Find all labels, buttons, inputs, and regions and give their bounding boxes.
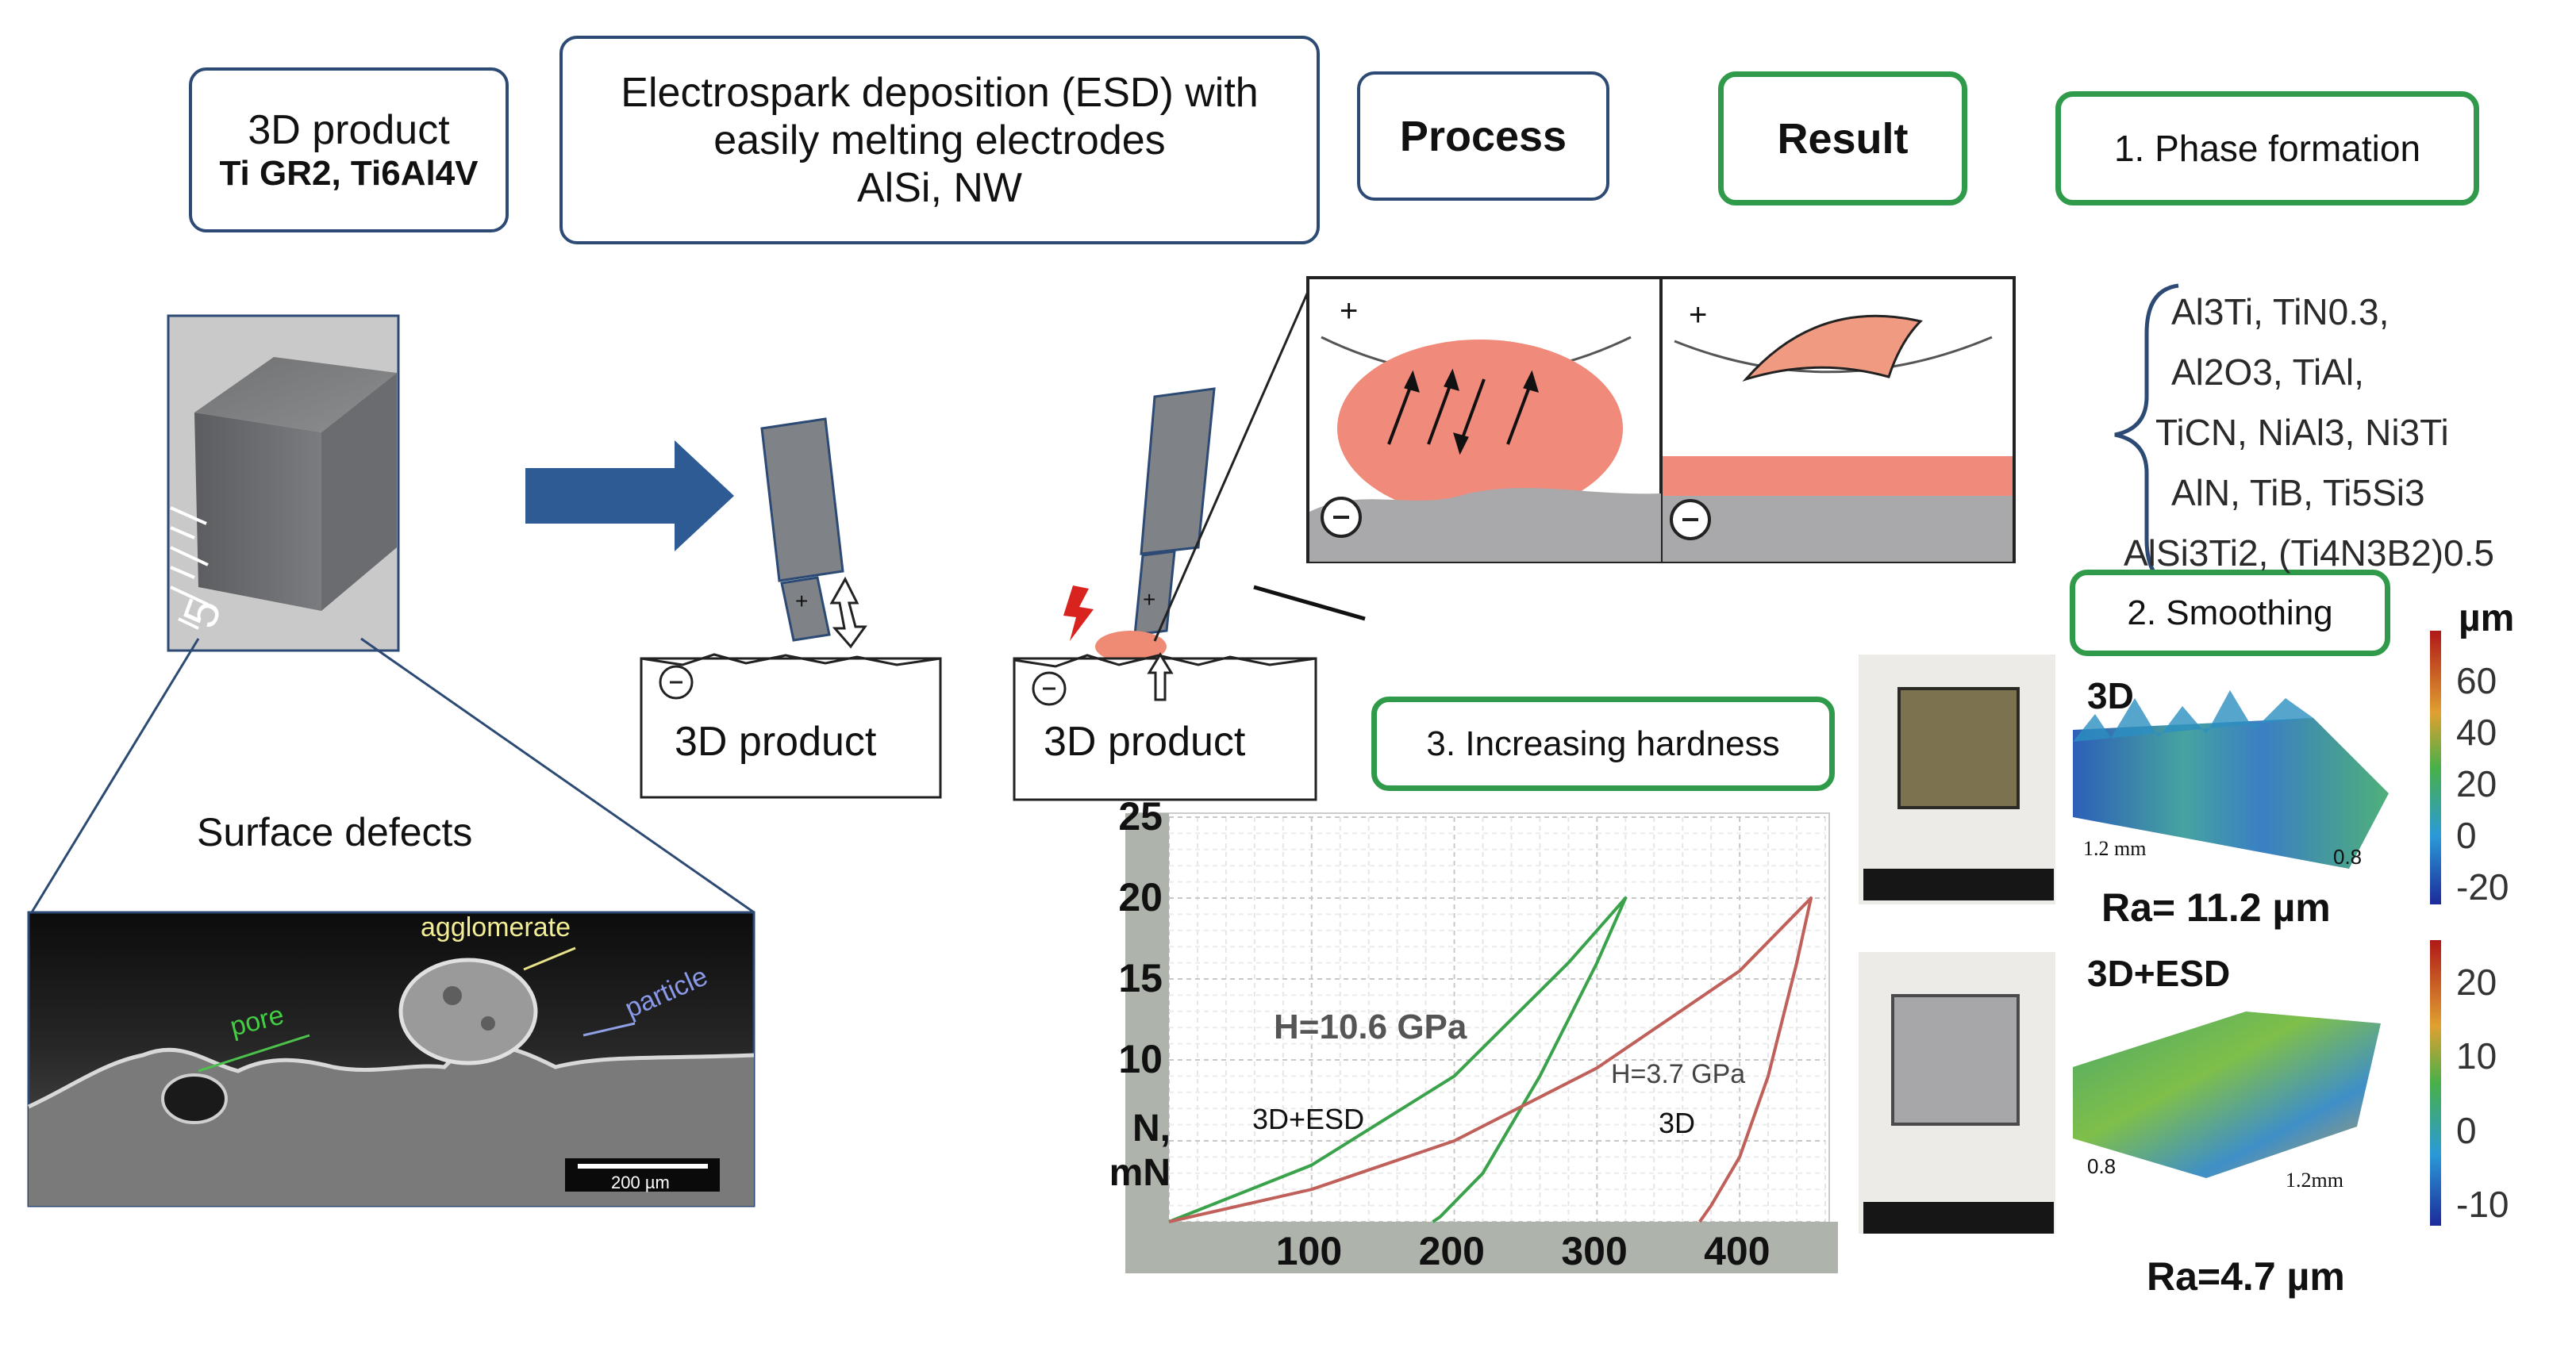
flow-arrow (525, 440, 734, 551)
x-tick-label: 100 (1275, 1229, 1343, 1273)
series-line-3d (1168, 896, 1813, 1223)
roughness-esd-ra: Ra=4.7 µm (2147, 1254, 2345, 1299)
colorbar-tick-label: 20 (2456, 763, 2497, 804)
roughness-esd-xdim: 1.2mm (2286, 1169, 2343, 1192)
electrode-2 (1013, 387, 1317, 801)
roughness-3d-ra: Ra= 11.2 µm (2101, 885, 2331, 930)
hardness-chart (1125, 812, 1838, 1273)
electrode-1 (640, 417, 942, 799)
legend-esd: 3D+ESD (1252, 1103, 1365, 1135)
product-label-2: 3D product (1044, 719, 1246, 765)
colorbar-tick-label: -20 (2456, 866, 2509, 908)
phase-brace (2114, 283, 2179, 589)
x-tick-label: 200 (1418, 1229, 1485, 1273)
series-line-3d-esd (1168, 896, 1628, 1223)
result-label: Result (1777, 114, 1909, 163)
roughness-esd-label: 3D+ESD (2087, 953, 2231, 994)
sample-photo-3d (1859, 655, 2055, 904)
y-tick-label: 25 (1118, 794, 1163, 839)
phase-list: Al3Ti, TiN0.3, Al2O3, TiAl, TiCN, NiAl3,… (2124, 282, 2494, 583)
roughness-3d-label: 3D (2087, 675, 2134, 716)
colorbar-tick-label: -10 (2456, 1184, 2509, 1225)
product-label-1: 3D product (675, 719, 877, 765)
inset-plus-2: + (1689, 298, 1708, 332)
annotation-h-3d: H=3.7 GPa (1611, 1059, 1746, 1089)
surface-defects-title: Surface defects (197, 810, 473, 854)
process-box: Process (1357, 71, 1609, 201)
hardness-label: 3. Increasing hardness (1426, 724, 1780, 763)
electrode-2-plus: + (1143, 587, 1156, 612)
sem-image (27, 911, 755, 1207)
smoothing-label: 2. Smoothing (2127, 593, 2333, 632)
colorbar-tick-label: 0 (2456, 815, 2477, 856)
colorbar-tick-label: 40 (2456, 712, 2497, 753)
roughness-3d-ydim: 0.8 (2333, 845, 2363, 869)
y-tick-label: 20 (1118, 875, 1163, 919)
colorbar-tick-label: 10 (2456, 1035, 2497, 1077)
colorbar-tick-label: 60 (2456, 660, 2497, 701)
inset-plus-1: + (1340, 294, 1359, 328)
roughness-map-esd (2073, 1012, 2381, 1178)
roughness-esd-ydim: 0.8 (2087, 1154, 2117, 1178)
colorbar-tick-label: 0 (2456, 1109, 2477, 1151)
phase-item: AlN, TiB, Ti5Si3 (2171, 472, 2425, 513)
x-tick-label: 400 (1704, 1229, 1771, 1273)
y-tick-label: 10 (1118, 1037, 1163, 1081)
phase-formation-label: 1. Phase formation (2113, 128, 2421, 169)
legend-3d: 3D (1659, 1107, 1696, 1139)
esd-box-line1: Electrospark deposition (ESD) with (621, 69, 1259, 116)
annotation-h-esd: H=10.6 GPa (1274, 1008, 1467, 1046)
cube-photo (167, 314, 400, 652)
roughness-unit: µm (2459, 597, 2515, 639)
phase-item: Al2O3, TiAl, (2171, 351, 2364, 393)
phase-item: AlSi3Ti2, (Ti4N3B2)0.5 (2124, 532, 2494, 574)
product-box-title: 3D product (248, 107, 450, 153)
roughness-map-3d (2073, 690, 2389, 869)
esd-box-line3: AlSi, NW (857, 164, 1022, 211)
colorbar-tick-label: 20 (2456, 962, 2497, 1003)
colorbar-bottom (2430, 940, 2441, 1226)
phase-item: TiCN, NiAl3, Ni3Ti (2155, 412, 2449, 453)
roughness-3d-xdim: 1.2 mm (2083, 837, 2147, 860)
electrode-1-plus: + (795, 589, 809, 613)
result-box: Result (1718, 71, 1967, 205)
phase-formation-box: 1. Phase formation (2055, 91, 2479, 205)
sample-photo-esd (1859, 952, 2055, 1234)
chart-ylabel: N, mN (1109, 1108, 1171, 1194)
colorbar-top (2430, 631, 2441, 904)
esd-box: Electrospark deposition (ESD) with easil… (559, 36, 1320, 244)
process-label: Process (1399, 112, 1567, 160)
esd-box-line2: easily melting electrodes (713, 117, 1166, 163)
y-tick-label: 15 (1118, 956, 1163, 1000)
spark-inset (1306, 276, 2016, 563)
phase-item: Al3Ti, TiN0.3, (2171, 291, 2390, 332)
product-box-subtitle: Ti GR2, Ti6Al4V (219, 154, 479, 193)
agglomerate-label: agglomerate (421, 912, 571, 942)
scale-bar-label: 200 µm (611, 1173, 670, 1192)
hardness-box: 3. Increasing hardness (1371, 697, 1835, 791)
x-tick-label: 300 (1561, 1229, 1628, 1273)
smoothing-box: 2. Smoothing (2070, 570, 2390, 656)
product-box: 3D product Ti GR2, Ti6Al4V (189, 67, 509, 232)
